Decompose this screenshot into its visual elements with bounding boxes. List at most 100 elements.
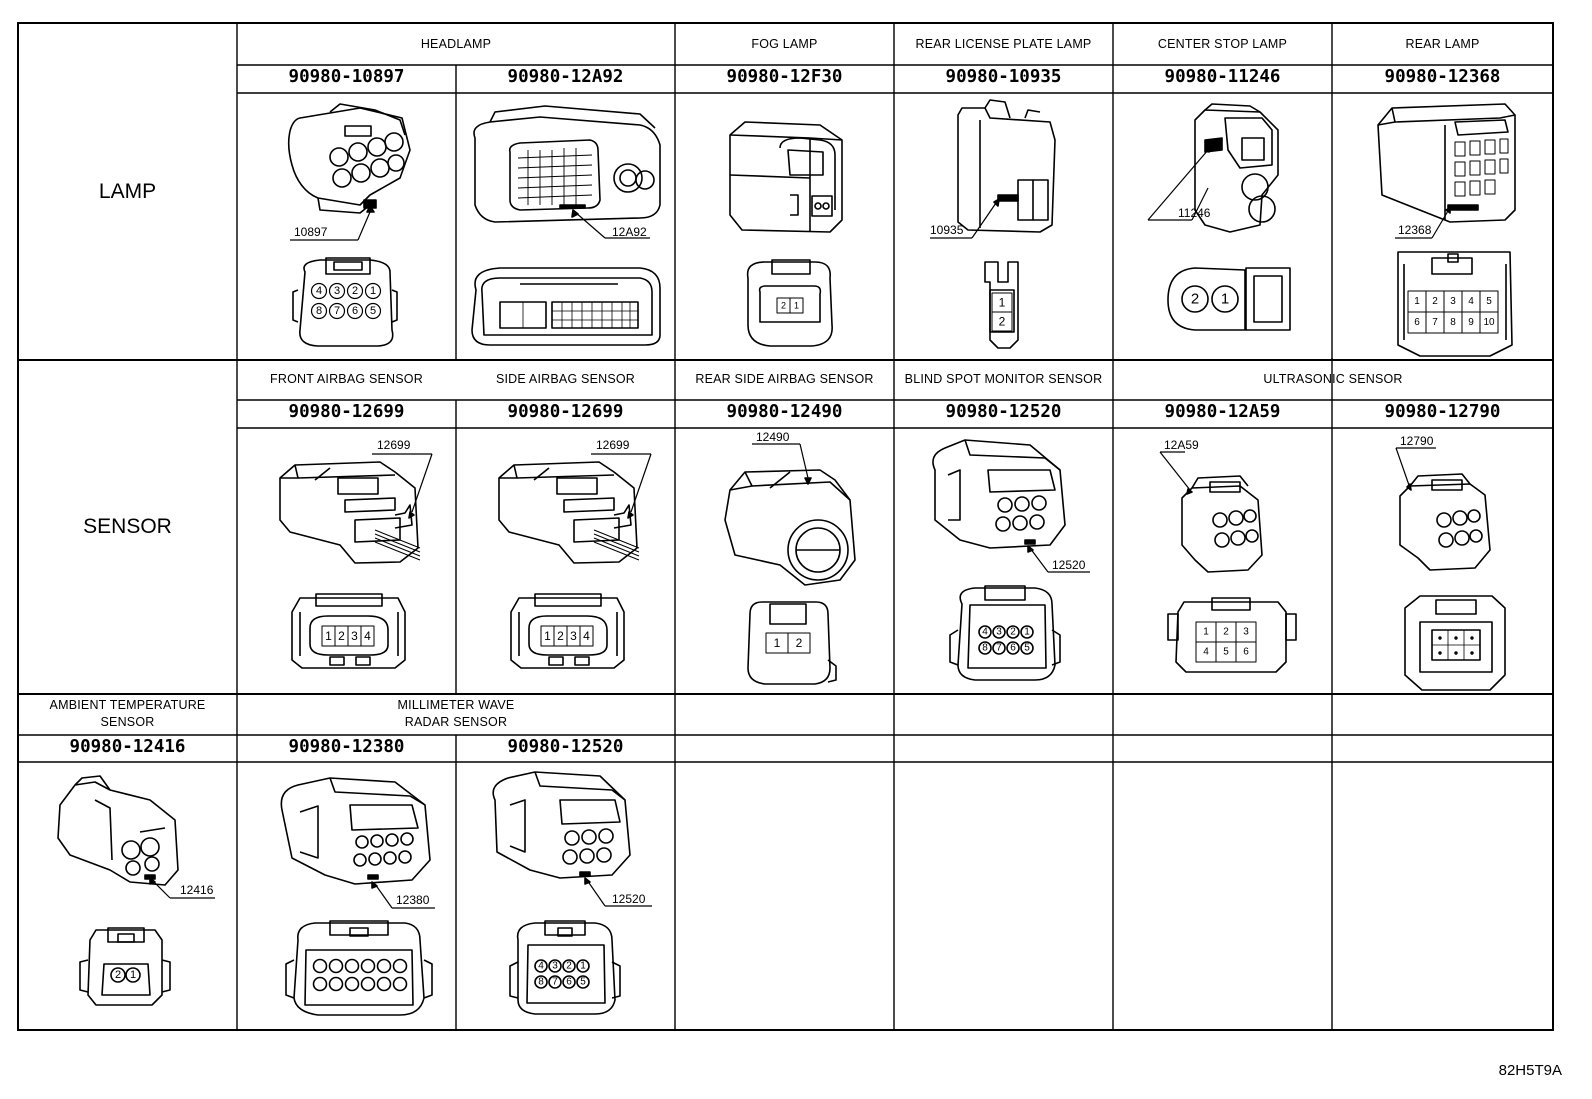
part-number: 90980-10935 bbox=[945, 67, 1062, 87]
pin-number: 3 bbox=[552, 961, 558, 972]
header-fog-lamp: FOG LAMP bbox=[751, 37, 818, 51]
pin-cavity bbox=[1020, 625, 1034, 639]
pin-number: 6 bbox=[1414, 317, 1420, 328]
connector-12490-drawing bbox=[724, 443, 856, 586]
pin-number: 7 bbox=[552, 977, 558, 988]
connector-12699-drawing bbox=[498, 453, 652, 564]
header-ultrasonic-sensor: ULTRASONIC SENSOR bbox=[1263, 372, 1403, 386]
header-blind-spot-monitor-sensor: BLIND SPOT MONITOR SENSOR bbox=[904, 372, 1103, 386]
pin-cavity bbox=[562, 975, 576, 989]
connector-12520-face bbox=[949, 585, 1061, 681]
pin-number: 3 bbox=[1450, 296, 1456, 307]
part-number: 90980-12520 bbox=[507, 737, 624, 757]
pin-cavity bbox=[110, 967, 126, 983]
pin-number: 2 bbox=[566, 961, 572, 972]
pin-number: 5 bbox=[1486, 296, 1492, 307]
callout-12416: 12416 bbox=[180, 883, 214, 897]
pin-cavity bbox=[787, 632, 811, 654]
pin-cavity bbox=[364, 302, 382, 320]
pin-number: 1 bbox=[370, 285, 376, 297]
callout-12A92: 12A92 bbox=[612, 225, 647, 239]
part-number: 90980-12A92 bbox=[507, 67, 624, 87]
pin-cavity bbox=[992, 641, 1006, 655]
part-number: 90980-12490 bbox=[726, 402, 843, 422]
pin-number: 4 bbox=[364, 629, 371, 643]
connector-12A59-drawing bbox=[1159, 451, 1263, 573]
header-center-stop-lamp: CENTER STOP LAMP bbox=[1157, 37, 1288, 51]
pin-cavity bbox=[548, 975, 562, 989]
pin-number: 6 bbox=[352, 305, 358, 317]
connector-12A92-drawing bbox=[473, 105, 661, 239]
pin-cavity bbox=[991, 311, 1013, 332]
pin-cavity bbox=[344, 958, 360, 974]
pin-number: 2 bbox=[557, 629, 564, 643]
header-rear-lamp: REAR LAMP bbox=[1405, 37, 1480, 51]
connector-12F30-face bbox=[746, 259, 833, 347]
row-label-sensor: SENSOR bbox=[83, 515, 172, 538]
pin-cavity bbox=[392, 958, 408, 974]
pin-cavity bbox=[576, 975, 590, 989]
connector-12699-face bbox=[510, 593, 625, 669]
part-number: 90980-12A59 bbox=[1164, 402, 1281, 422]
connector-12A59-face bbox=[1167, 597, 1297, 673]
pin-cavity bbox=[1235, 641, 1257, 663]
pin-number: 4 bbox=[982, 627, 988, 638]
connector-12699-drawing bbox=[279, 453, 433, 564]
callout-12368: 12368 bbox=[1398, 223, 1432, 237]
connector-12520-drawing bbox=[932, 439, 1090, 573]
pin-cavity bbox=[534, 959, 548, 973]
connector-10897-face bbox=[292, 257, 398, 347]
connector-12F30-drawing bbox=[729, 121, 843, 233]
header-millimeter-wave-radar-sensor: MILLIMETER WAVE RADAR SENSOR bbox=[237, 697, 675, 731]
part-number: 90980-12F30 bbox=[726, 67, 843, 87]
pin-number: 2 bbox=[1223, 627, 1229, 638]
callout-12380: 12380 bbox=[396, 893, 430, 907]
connector-12416-face bbox=[79, 927, 171, 1006]
pin-number: 2 bbox=[1432, 296, 1438, 307]
pin-number: 6 bbox=[1010, 643, 1016, 654]
connector-10897-drawing bbox=[288, 103, 411, 241]
connector-12416-drawing bbox=[57, 775, 215, 899]
pin-number: 8 bbox=[982, 643, 988, 654]
pin-cavity bbox=[312, 958, 328, 974]
connector-11246-face bbox=[1167, 267, 1291, 331]
pin-cavity bbox=[125, 967, 141, 983]
pin-number: 1 bbox=[325, 629, 332, 643]
part-number: 90980-10897 bbox=[288, 67, 405, 87]
header-line: AMBIENT TEMPERATURE bbox=[49, 698, 206, 712]
connector-10935-face bbox=[984, 261, 1019, 349]
connector-12490-face bbox=[747, 601, 837, 685]
connector-12790-face bbox=[1404, 595, 1506, 691]
pin-number: 5 bbox=[1223, 647, 1229, 658]
connector-12380-drawing bbox=[280, 777, 435, 909]
header-headlamp: HEADLAMP bbox=[420, 37, 492, 51]
callout-12699: 12699 bbox=[596, 438, 630, 452]
pin-number: 6 bbox=[1243, 647, 1249, 658]
pin-number: 1 bbox=[544, 629, 551, 643]
callout-12520: 12520 bbox=[1052, 558, 1086, 572]
connector-11246-drawing bbox=[1147, 103, 1279, 233]
pin-number: 2 bbox=[1010, 627, 1016, 638]
part-number: 90980-12416 bbox=[69, 737, 186, 757]
pin-number: 3 bbox=[334, 285, 340, 297]
pin-cavity bbox=[789, 297, 804, 314]
pin-number: 2 bbox=[115, 969, 121, 981]
callout-10935: 10935 bbox=[930, 223, 964, 237]
connector-12368-drawing bbox=[1377, 103, 1516, 239]
callout-12790: 12790 bbox=[1400, 434, 1434, 448]
pin-cavity bbox=[376, 958, 392, 974]
pin-number: 4 bbox=[1203, 647, 1209, 658]
part-number: 90980-12368 bbox=[1384, 67, 1501, 87]
pin-cavity bbox=[548, 959, 562, 973]
pin-cavity bbox=[346, 302, 364, 320]
connector-12368-face bbox=[1397, 251, 1513, 357]
callout-12520: 12520 bbox=[612, 892, 646, 906]
pin-number: 5 bbox=[1024, 643, 1030, 654]
pin-cavity bbox=[1006, 625, 1020, 639]
